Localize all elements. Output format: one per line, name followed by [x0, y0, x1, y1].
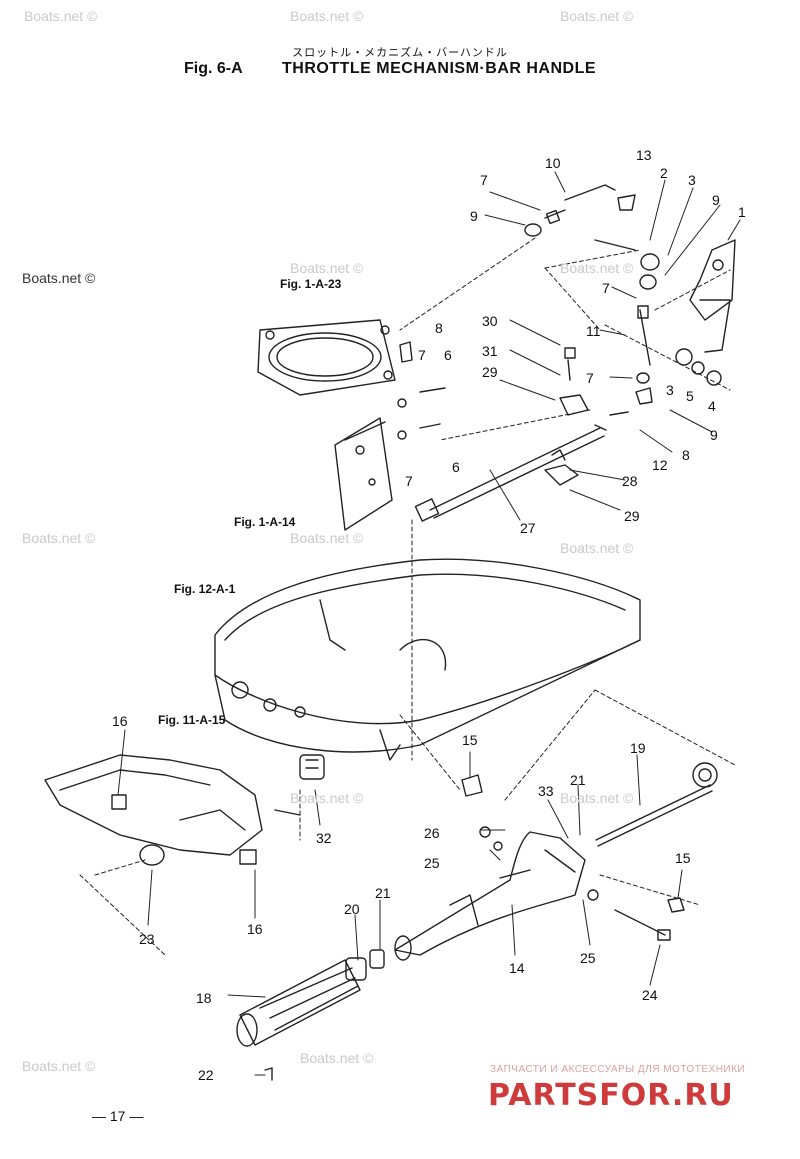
part-number-label: 26 [424, 825, 440, 841]
watermark: Boats.net © [22, 270, 96, 286]
part-number-label: 21 [570, 772, 586, 788]
plug-parts-drawing [299, 754, 685, 913]
part-number-label: 5 [686, 388, 694, 404]
part-number-label: 4 [708, 398, 716, 414]
part-number-label: 24 [642, 987, 658, 1003]
part-number-label: 15 [675, 850, 691, 866]
watermark: Boats.net © [560, 8, 634, 24]
figure-id: Fig. 6-A [184, 60, 243, 77]
part-number-label: 29 [624, 508, 640, 524]
part-number-label: 15 [462, 732, 478, 748]
part-number-label: 28 [622, 473, 638, 489]
bottom-cowl-drawing [214, 558, 641, 761]
part-number-label: 9 [470, 208, 478, 224]
part-number-label: 8 [682, 447, 690, 463]
part-number-label: 25 [424, 855, 440, 871]
part-number-label: 2 [660, 165, 668, 181]
grip-drawing [236, 949, 385, 1047]
watermark: Boats.net © [560, 260, 634, 276]
part-number-label: 12 [652, 457, 668, 473]
leader-lines [79, 237, 736, 956]
part-number-label: 14 [509, 960, 525, 976]
fig-ref-1-a-14: Fig. 1-A-14 [234, 515, 296, 529]
part-number-label: 32 [316, 830, 332, 846]
fastener-drawing [397, 341, 629, 486]
brand-logo: PARTSFOR.RU [488, 1078, 734, 1113]
bar-handle-drawing [394, 831, 586, 961]
part-number-label: 3 [688, 172, 696, 188]
part-number-label: 19 [630, 740, 646, 756]
fig-ref-1-a-23: Fig. 1-A-23 [280, 277, 342, 291]
fig-ref-12-a-1: Fig. 12-A-1 [174, 582, 236, 596]
part-number-label: 31 [482, 343, 498, 359]
swivel-bracket-drawing [44, 754, 301, 866]
part-number-label: 7 [418, 347, 426, 363]
watermark: Boats.net © [24, 8, 98, 24]
part-number-label: 33 [538, 783, 554, 799]
watermark: Boats.net © [560, 790, 634, 806]
part-number-label: 6 [452, 459, 460, 475]
part-number-label: 22 [198, 1067, 214, 1083]
part-number-label: 16 [112, 713, 128, 729]
part-number-label: 8 [435, 320, 443, 336]
part-number-label: 23 [139, 931, 155, 947]
callout-ticks [117, 171, 741, 1076]
watermark: Boats.net © [22, 530, 96, 546]
bolt-drawing [264, 826, 671, 1081]
brand-tagline: ЗАПЧАСТИ И АКСЕССУАРЫ ДЛЯ МОТОТЕХНИКИ [490, 1064, 746, 1075]
watermark: Boats.net © [560, 540, 634, 556]
part-number-label: 16 [247, 921, 263, 937]
ring-plate-drawing [257, 319, 396, 396]
part-number-label: 29 [482, 364, 498, 380]
part-number-label: 13 [636, 147, 652, 163]
watermark: Boats.net © [300, 1050, 374, 1066]
part-number-label: 30 [482, 313, 498, 329]
part-number-label: 7 [405, 473, 413, 489]
part-number-label: 3 [666, 382, 674, 398]
part-number-label: 27 [520, 520, 536, 536]
watermark: Boats.net © [290, 8, 364, 24]
watermark: Boats.net © [290, 530, 364, 546]
part-number-label: 7 [602, 280, 610, 296]
part-number-label: 9 [710, 427, 718, 443]
japanese-title: スロットル・メカニズム・バーハンドル [292, 47, 508, 59]
part-number-label: 10 [545, 155, 561, 171]
watermark: Boats.net © [290, 260, 364, 276]
part-number-label: 6 [444, 347, 452, 363]
page-number: — 17 — [92, 1108, 144, 1124]
watermark: Boats.net © [290, 790, 364, 806]
part-number-label: 18 [196, 990, 212, 1006]
part-number-label: 11 [586, 323, 601, 339]
part-number-label: 20 [344, 901, 360, 917]
bracket-plate-drawing [334, 417, 393, 531]
part-number-label: 9 [712, 192, 720, 208]
fig-ref-11-a-15: Fig. 11-A-15 [158, 713, 226, 727]
throttle-rod-drawing [414, 424, 607, 522]
part-number-label: 21 [375, 885, 391, 901]
part-number-label: 25 [580, 950, 596, 966]
part-number-label: 7 [480, 172, 488, 188]
watermark: Boats.net © [22, 1058, 96, 1074]
throttle-lever-drawing [524, 184, 736, 405]
shaft-drawing [595, 762, 718, 847]
part-number-label: 1 [738, 204, 746, 220]
page-title: THROTTLE MECHANISM·BAR HANDLE [282, 60, 597, 77]
part-number-label: 7 [586, 370, 594, 386]
